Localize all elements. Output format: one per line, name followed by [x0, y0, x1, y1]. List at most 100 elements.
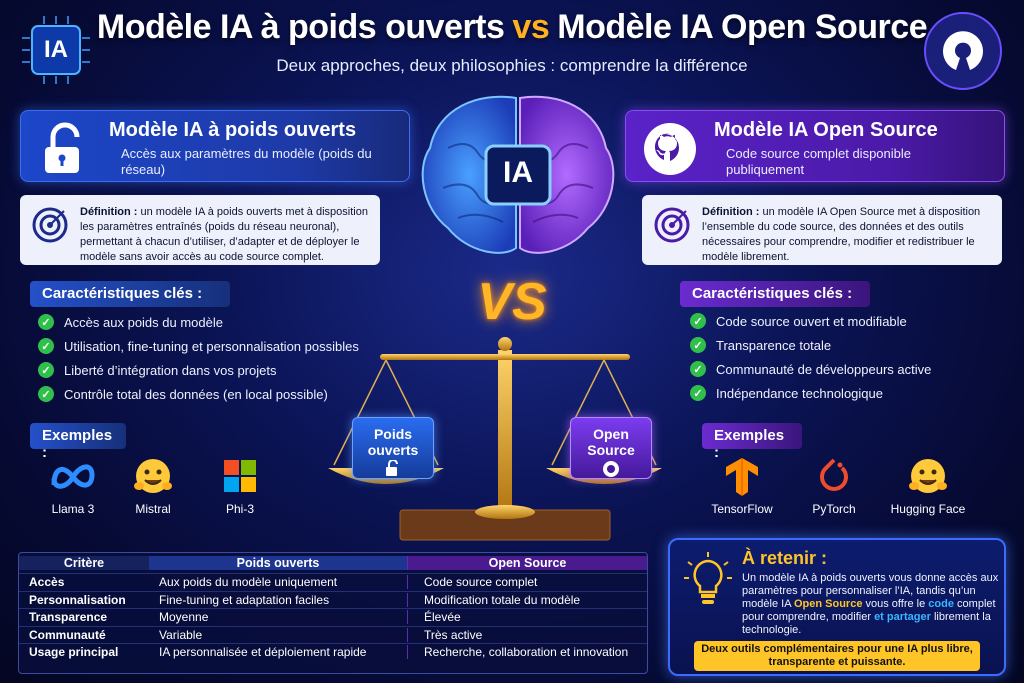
example-label: Phi-3	[225, 502, 254, 516]
table-cell: Personnalisation	[29, 592, 126, 607]
check-icon: ✓	[690, 361, 706, 377]
example-label: Mistral	[135, 502, 171, 516]
definition-text: un modèle IA Open Source met à dispositi…	[702, 206, 981, 263]
title-left: Modèle IA à poids ouverts	[96, 8, 505, 46]
open-weights-banner: Modèle IA à poids ouverts Accès aux para…	[20, 110, 410, 182]
table-row: Communauté Variable Très active	[19, 625, 647, 644]
takeaway-text-part: vous offre le	[862, 598, 929, 610]
table-cell: Aux poids du modèle uniquement	[159, 575, 338, 590]
check-icon: ✓	[38, 338, 54, 354]
open-source-banner-title: Modèle IA Open Source	[714, 119, 938, 141]
takeaway-text-part: librement la technologie.	[742, 611, 991, 636]
check-icon: ✓	[690, 337, 706, 353]
left-features-title: Caractéristiques clés :	[30, 281, 230, 307]
table-row: Accès Aux poids du modèle uniquement Cod…	[19, 573, 647, 591]
title-right: Modèle IA Open Source	[557, 8, 928, 46]
right-features-list: ✓Code source ouvert et modifiable ✓ Trans…	[690, 310, 990, 404]
unlocked-padlock-icon	[353, 459, 433, 479]
unlocked-padlock-icon	[37, 121, 93, 177]
open-source-pan-label: Open Source	[587, 426, 635, 458]
feature-text: Transparence totale	[716, 337, 832, 353]
vs-label: VS	[477, 273, 547, 331]
key-takeaway-box: À retenir : Un modèle IA à poids ouverts…	[668, 538, 1006, 676]
takeaway-text-part: Un modèle IA à poids ouverts vous donne …	[742, 572, 999, 610]
left-examples-title: Exemples :	[30, 423, 126, 461]
example-mistral: Mistral	[118, 454, 188, 516]
feature-item: ✓ Transparence totale	[690, 334, 990, 356]
table-cell: Très active	[407, 627, 647, 642]
lightbulb-icon	[684, 552, 732, 608]
takeaway-text-part: complet pour comprendre, modifier	[742, 598, 996, 623]
check-icon: ✓	[690, 313, 706, 329]
open-source-pan-box: Open Source	[570, 417, 652, 479]
open-weights-definition: Définition : un modèle IA à poids ouvert…	[20, 195, 380, 265]
open-weights-pan-label: Poids ouverts	[367, 426, 419, 458]
brain-ia-label: IA	[503, 156, 533, 189]
hugging-face-emoji-icon	[878, 454, 978, 498]
meta-logo-icon	[38, 454, 108, 498]
comparison-table: Critère Poids ouverts Open Source Accès …	[18, 552, 648, 674]
open-source-logo-icon	[920, 8, 1006, 94]
takeaway-highlight: Open Source	[793, 598, 863, 610]
example-phi3: Phi-3	[205, 454, 275, 516]
open-weights-banner-title: Modèle IA à poids ouverts	[109, 119, 357, 141]
feature-text: Indépendance technologique	[716, 385, 883, 401]
takeaway-text: Un modèle IA à poids ouverts vous donne …	[742, 572, 1000, 637]
example-label: PyTorch	[812, 502, 856, 516]
feature-item: ✓Code source ouvert et modifiable	[690, 310, 990, 332]
check-icon: ✓	[38, 362, 54, 378]
feature-item: ✓ Indépendance technologique	[690, 382, 990, 404]
example-pytorch: PyTorch	[792, 454, 876, 516]
check-icon: ✓	[690, 385, 706, 401]
example-llama: Llama 3	[38, 454, 108, 516]
ia-chip-icon: IA	[20, 14, 92, 86]
table-cell: Recherche, collaboration et innovation	[407, 645, 647, 660]
table-cell: Modification totale du modèle	[407, 592, 647, 607]
check-icon: ✓	[38, 314, 54, 330]
open-source-banner: Modèle IA Open Source Code source comple…	[625, 110, 1005, 182]
tensorflow-logo-icon	[700, 454, 784, 498]
takeaway-highlight: et partager	[874, 611, 931, 623]
table-cell: Code source complet	[407, 575, 647, 590]
open-source-definition: Définition : un modèle IA Open Source me…	[642, 195, 1002, 265]
open-weights-pan-box: Poids ouverts	[352, 417, 434, 479]
feature-text: Communauté de développeurs active	[716, 361, 932, 377]
table-cell: Communauté	[29, 627, 106, 642]
table-header: Critère	[19, 556, 149, 570]
target-icon	[654, 207, 690, 243]
feature-item: ✓ Accès aux poids du modèle	[38, 311, 368, 333]
check-icon: ✓	[38, 386, 54, 402]
github-icon	[571, 460, 651, 481]
title-vs: vs	[512, 8, 550, 46]
takeaway-footer: Deux outils complémentaires pour une IA …	[694, 641, 980, 671]
table-header-row: Critère Poids ouverts Open Source	[19, 553, 647, 573]
github-icon	[642, 121, 698, 177]
example-label: Hugging Face	[890, 502, 966, 516]
feature-item: ✓ Contrôle total des données (en local po…	[38, 383, 368, 405]
table-cell: IA personnalisée et déploiement rapide	[159, 645, 367, 660]
example-label: TensorFlow	[711, 502, 773, 516]
right-features-title: Caractéristiques clés :	[680, 281, 870, 307]
microsoft-logo-icon	[205, 454, 275, 498]
feature-item: ✓ Liberté d’intégration dans vos projets	[38, 359, 368, 381]
feature-text: Liberté d’intégration dans vos projets	[64, 362, 277, 378]
example-label: Llama 3	[51, 502, 95, 516]
feature-text: Utilisation, fine-tuning et personnalisa…	[64, 338, 359, 354]
table-cell: Moyenne	[159, 610, 209, 625]
feature-text: Accès aux poids du modèle	[64, 314, 223, 330]
definition-label: Définition :	[80, 206, 138, 218]
ia-chip-label: IA	[44, 36, 68, 63]
table-cell: Usage principal	[29, 645, 119, 660]
takeaway-title: À retenir :	[742, 548, 828, 568]
table-header: Open Source	[407, 556, 647, 570]
open-weights-banner-desc: Accès aux paramètres du modèle (poids du…	[121, 146, 372, 177]
table-cell: Transparence	[29, 610, 108, 625]
pytorch-logo-icon	[792, 454, 876, 498]
definition-text: un modèle IA à poids ouverts met à dispo…	[80, 206, 368, 263]
right-examples-title: Exemples :	[702, 423, 802, 461]
hugging-face-emoji-icon	[118, 454, 188, 498]
feature-text: Contrôle total des données (en local pos…	[64, 386, 328, 402]
table-row: Transparence Moyenne Élevée	[19, 608, 647, 626]
example-tensorflow: TensorFlow	[700, 454, 784, 516]
feature-item: ✓ Utilisation, fine-tuning et personnalis…	[38, 335, 368, 357]
